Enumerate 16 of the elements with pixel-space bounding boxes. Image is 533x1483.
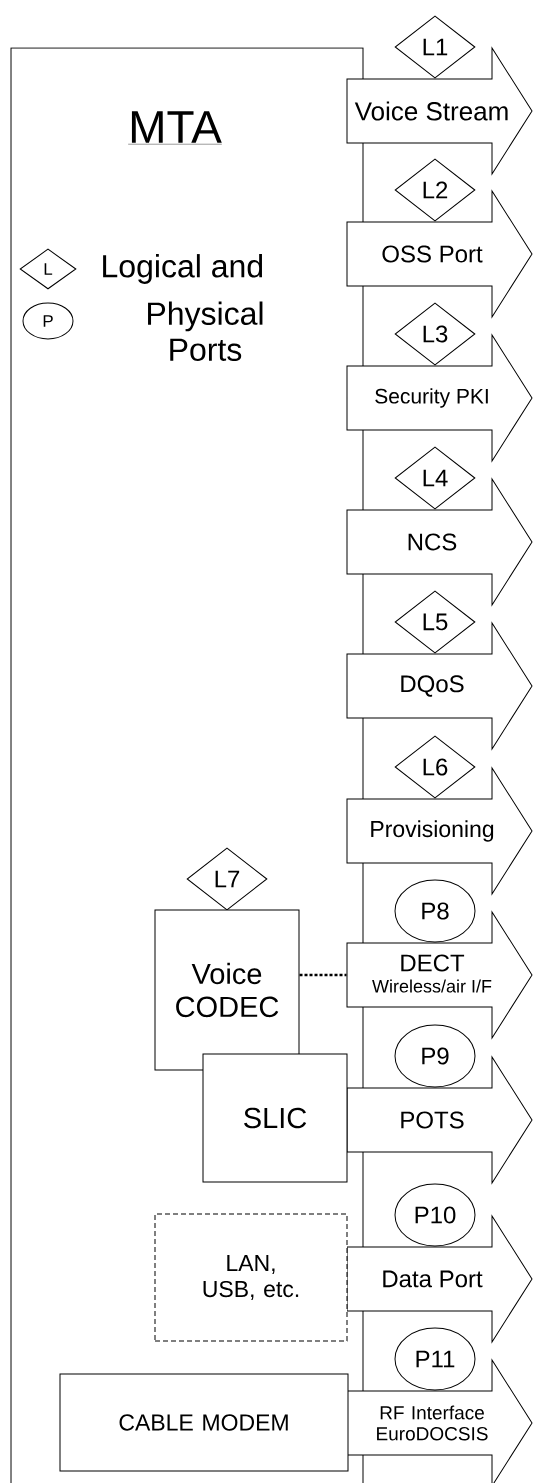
node-label: NCS — [408, 533, 457, 551]
node-label: Provisioning — [371, 820, 494, 842]
legend-text: Physical Ports — [148, 301, 263, 361]
node-label: Security PKI — [375, 388, 488, 408]
component-box: SLIC — [202, 1053, 348, 1183]
node-label: Data Port — [383, 1270, 483, 1288]
node-label: DQoS — [401, 675, 464, 697]
node-label: POTS — [401, 1111, 464, 1129]
dashed-box: LAN, USB, etc. — [154, 1213, 348, 1342]
node-label: RF Interface EuroDOCSIS — [377, 1405, 488, 1441]
node-label: Wireless/air I/F — [372, 979, 492, 993]
connector-line — [299, 973, 347, 977]
legend-text: Logical and — [103, 254, 263, 284]
node-label: DECT — [401, 954, 465, 972]
node-label: OSS Port — [382, 245, 483, 263]
component-box: CABLE MODEM — [59, 1373, 349, 1472]
